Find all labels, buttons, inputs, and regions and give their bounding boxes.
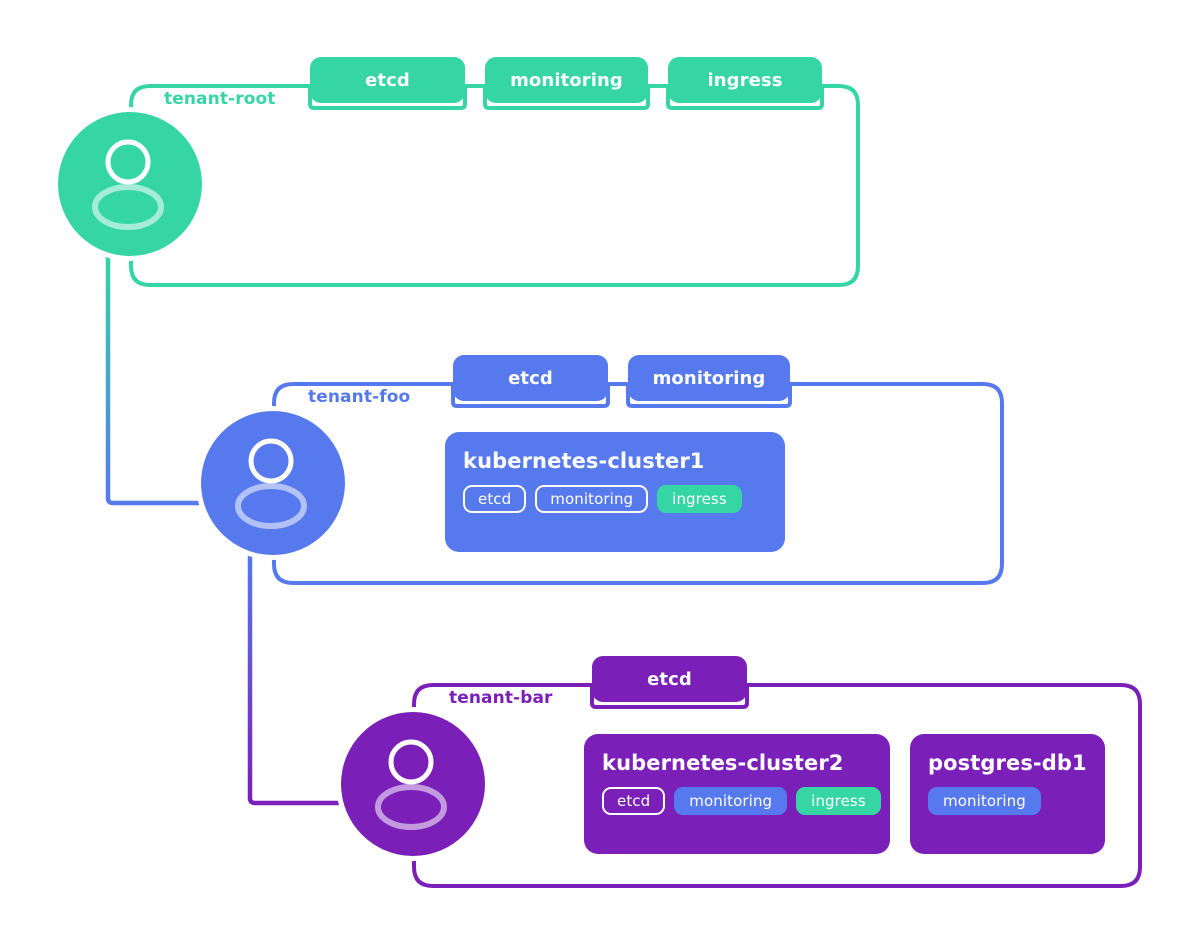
resource-chip-row: monitoring xyxy=(928,787,1041,816)
tenant-foo-tag-etcd[interactable]: etcd xyxy=(453,355,608,401)
tenant-root-tag-monitoring[interactable]: monitoring xyxy=(485,57,648,103)
chip-monitoring[interactable]: monitoring xyxy=(674,787,788,816)
tenant-root-tag-etcd[interactable]: etcd xyxy=(310,57,465,103)
resource-chip-row: etcd monitoring ingress xyxy=(602,787,881,816)
tenant-root-label: tenant-root xyxy=(164,89,276,109)
chip-ingress[interactable]: ingress xyxy=(657,485,742,514)
tenant-bar-avatar-body-icon xyxy=(375,784,447,830)
tenant-foo-avatar-body-icon xyxy=(235,483,307,529)
tenant-bar-tag-etcd[interactable]: etcd xyxy=(592,656,747,702)
resource-chip-row: etcd monitoring ingress xyxy=(463,485,742,514)
chip-monitoring[interactable]: monitoring xyxy=(535,485,649,514)
resource-title-kubernetes-cluster2: kubernetes-cluster2 xyxy=(602,751,844,775)
tenant-foo-avatar-head-icon xyxy=(248,438,294,484)
resource-card-postgres-db1[interactable]: postgres-db1 monitoring xyxy=(910,734,1105,854)
tenant-foo-label: tenant-foo xyxy=(308,387,411,407)
resource-title-postgres-db1: postgres-db1 xyxy=(928,751,1087,775)
chip-etcd[interactable]: etcd xyxy=(602,787,666,816)
chip-etcd[interactable]: etcd xyxy=(463,485,527,514)
connector-foo-to-bar xyxy=(247,548,344,806)
resource-card-kubernetes-cluster1[interactable]: kubernetes-cluster1 etcd monitoring ingr… xyxy=(445,432,785,552)
tenant-root-avatar-body-icon xyxy=(92,184,164,230)
tenant-bar-avatar-head-icon xyxy=(388,739,434,785)
connector-root-to-foo xyxy=(105,247,203,506)
resource-title-kubernetes-cluster1: kubernetes-cluster1 xyxy=(463,449,705,473)
tenant-root-tag-ingress[interactable]: ingress xyxy=(668,57,822,103)
resource-card-kubernetes-cluster2[interactable]: kubernetes-cluster2 etcd monitoring ingr… xyxy=(584,734,890,854)
chip-ingress[interactable]: ingress xyxy=(796,787,881,816)
tenant-root-avatar-head-icon xyxy=(105,139,151,185)
chip-monitoring[interactable]: monitoring xyxy=(928,787,1041,816)
tenant-bar-label: tenant-bar xyxy=(449,688,553,708)
tenant-foo-tag-monitoring[interactable]: monitoring xyxy=(628,355,790,401)
